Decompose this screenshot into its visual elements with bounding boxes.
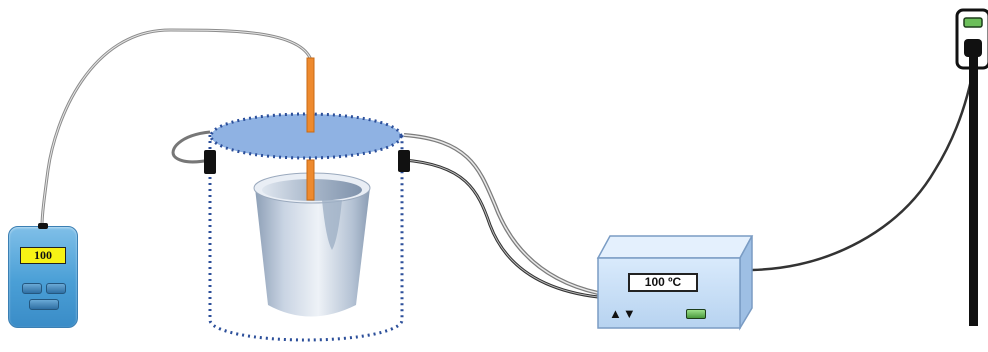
thermometer-meter: 100 <box>8 223 78 328</box>
thermocouple-probe <box>306 57 315 133</box>
wall-outlet <box>955 8 988 326</box>
left-loop-wire <box>171 130 211 164</box>
probe-lower <box>306 159 315 201</box>
controller-display: 100 ºC <box>628 273 698 292</box>
furnace-lid <box>209 112 403 160</box>
up-down-arrows[interactable]: ▲▼ <box>609 306 637 321</box>
furnace-controller-cable <box>403 133 599 295</box>
meter-display: 100 <box>20 247 66 264</box>
meter-plug <box>38 223 48 229</box>
meter-button-right[interactable] <box>46 283 66 294</box>
right-connector <box>398 150 410 172</box>
left-connector <box>204 150 216 174</box>
power-cable <box>751 59 977 272</box>
meter-button-wide[interactable] <box>29 299 59 310</box>
meter-button-left[interactable] <box>22 283 42 294</box>
controller-switch[interactable] <box>686 309 706 319</box>
temperature-controller <box>596 235 754 331</box>
